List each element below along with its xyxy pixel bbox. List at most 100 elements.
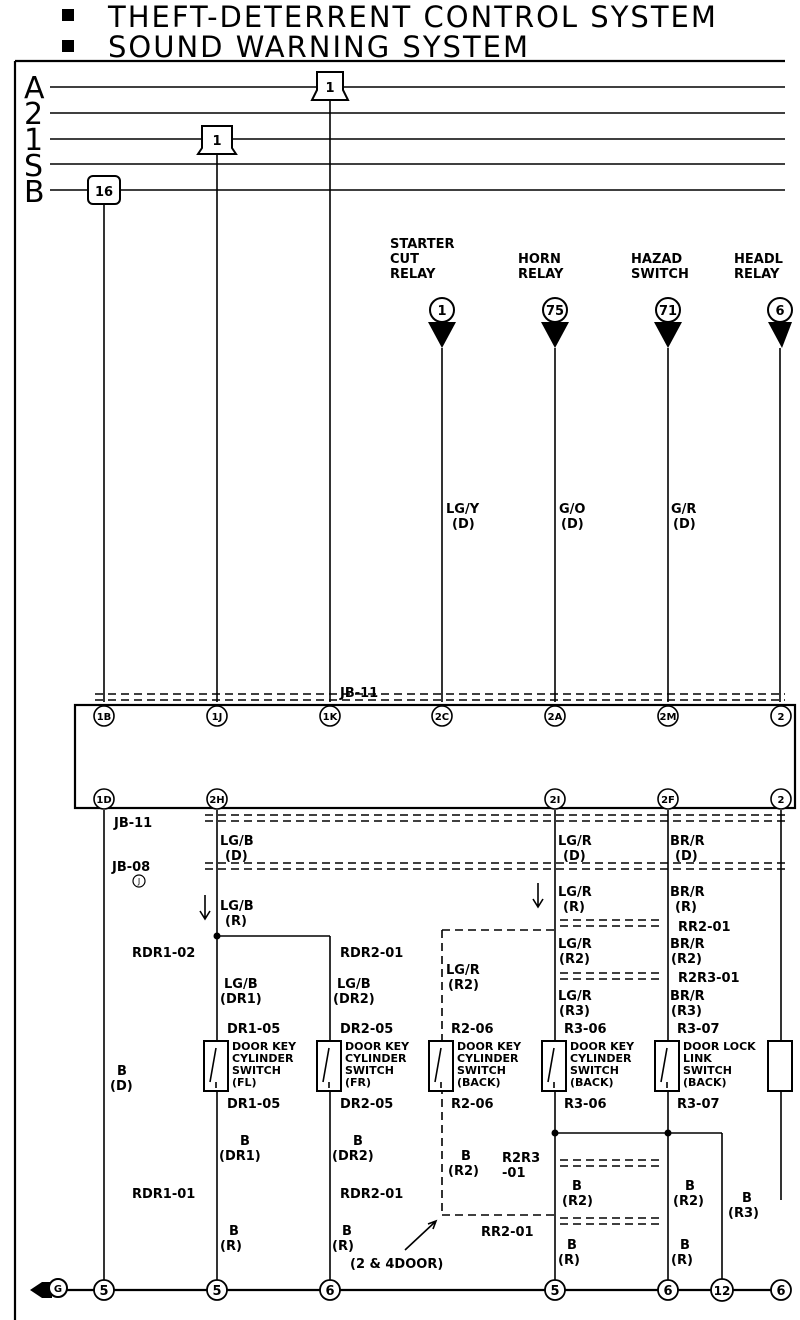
jb-bottom-pins: 1D 2H 2I 2F 2 bbox=[93, 788, 792, 810]
switch-fl: DOOR KEY CYLINDER SWITCH (FL) bbox=[203, 1040, 297, 1092]
conn-rr2-01: RR2-01 bbox=[678, 920, 731, 935]
pin-2c: 2C bbox=[435, 712, 449, 723]
header-title-1: THEFT-DETERRENT CONTROL SYSTEM bbox=[107, 0, 718, 34]
horn-num: 75 bbox=[546, 304, 564, 319]
jb-top-pins: 1B 1J 1K 2C 2A 2M 2 bbox=[93, 705, 792, 727]
hazard-num: 71 bbox=[659, 304, 677, 319]
conn-r2r3-01: R2R3-01 bbox=[678, 971, 740, 986]
head-label-1: HEADL bbox=[734, 252, 783, 267]
conn-dr1-05b: DR1-05 bbox=[227, 1097, 280, 1112]
wire-go: G/O bbox=[559, 502, 585, 517]
switch-partial bbox=[767, 1040, 793, 1092]
down-arrow-icon bbox=[199, 895, 211, 921]
switch-door-lock: DOOR LOCK LINK SWITCH (BACK) bbox=[654, 1040, 756, 1092]
conn-rr2-01b: RR2-01 bbox=[481, 1225, 534, 1240]
relay-horn: HORN RELAY 75 bbox=[518, 252, 569, 348]
lower-wire-labels: LG/B (D) LG/R (D) BR/R (D) LG/B (R) LG/R… bbox=[219, 834, 759, 1272]
pin-2x-top: 2 bbox=[778, 712, 785, 723]
conn-r2-06a: R2-06 bbox=[451, 1022, 494, 1037]
conn-dr2-05a: DR2-05 bbox=[340, 1022, 393, 1037]
junction-block: JB-11 1B 1J 1K 2C 2A 2M 2 1D 2H 2I 2F bbox=[73, 686, 797, 822]
lbl-brr-r3-1: BR/R bbox=[670, 989, 705, 1004]
lbl-brr-r2-1: BR/R bbox=[670, 937, 705, 952]
lbl-lgr-r2-1: LG/R bbox=[558, 937, 592, 952]
bullet-1 bbox=[62, 9, 74, 21]
sw-fr-3: SWITCH bbox=[345, 1064, 394, 1077]
lbl-b-r-2a: B bbox=[342, 1224, 352, 1239]
switch-contact-icon bbox=[660, 1047, 668, 1088]
horn-arrow-icon bbox=[541, 322, 569, 348]
lbl-lgb-dr2-1: LG/B bbox=[337, 977, 371, 992]
pin-2f: 2F bbox=[661, 795, 675, 806]
lbl-lgr-r2b-2: (R2) bbox=[448, 978, 479, 993]
bullet-2 bbox=[62, 40, 74, 52]
ground-node-2: 5 bbox=[212, 1284, 221, 1299]
ground-node-6: 12 bbox=[714, 1284, 731, 1298]
jb08-left: JB-08 bbox=[111, 860, 150, 875]
connector-labels: RDR1-02 RDR2-01 RR2-01 R2R3-01 DR1-05 DR… bbox=[132, 920, 740, 1240]
pin-2h: 2H bbox=[209, 795, 224, 806]
ground-node-1: 5 bbox=[99, 1284, 108, 1299]
starter-arrow-icon bbox=[428, 322, 456, 348]
horn-label-1: HORN bbox=[518, 252, 561, 267]
conn-rdr2-01: RDR2-01 bbox=[340, 946, 403, 961]
fuse-a-label: 1 bbox=[325, 81, 334, 96]
relay-headlight: HEADL RELAY 6 bbox=[734, 252, 793, 348]
lbl-b-r-1b: (R) bbox=[220, 1239, 242, 1254]
lbl-brr-r1: BR/R bbox=[670, 885, 705, 900]
pin-1k: 1K bbox=[323, 712, 339, 723]
lbl-brr-r2: (R) bbox=[675, 900, 697, 915]
sw-lock-3: SWITCH bbox=[683, 1064, 732, 1077]
pin-1d: 1D bbox=[96, 795, 111, 806]
rail-label-b: B bbox=[24, 175, 45, 210]
sw-fr-4: (FR) bbox=[345, 1076, 371, 1089]
lbl-lgr-r2: (R) bbox=[563, 900, 585, 915]
power-rails: A 2 1 S B bbox=[24, 71, 785, 210]
hazard-arrow-icon bbox=[654, 322, 682, 348]
header-title-2: SOUND WARNING SYSTEM bbox=[108, 30, 530, 64]
wire-b-d-2: (D) bbox=[110, 1079, 133, 1094]
lbl-b-r2a-2: (R2) bbox=[448, 1164, 479, 1179]
wire-go-d: (D) bbox=[561, 517, 584, 532]
lbl-b-dr2-2: (DR2) bbox=[332, 1149, 374, 1164]
sw-fr-1: DOOR KEY bbox=[345, 1040, 410, 1053]
pin-1b: 1B bbox=[97, 712, 112, 723]
sw-lock-4: (BACK) bbox=[683, 1076, 727, 1089]
switch-back-2: DOOR KEY CYLINDER SWITCH (BACK) bbox=[541, 1040, 635, 1092]
starter-num: 1 bbox=[437, 304, 446, 319]
conn-r2-06b: R2-06 bbox=[451, 1097, 494, 1112]
lbl-b-r-4a: B bbox=[680, 1238, 690, 1253]
lbl-lgr-r2-2: (R2) bbox=[559, 952, 590, 967]
pin-2i: 2I bbox=[550, 795, 561, 806]
switch-back-1: DOOR KEY CYLINDER SWITCH (BACK) bbox=[428, 1040, 522, 1092]
switch-contact-icon bbox=[434, 1047, 442, 1088]
fuse-1: 1 bbox=[196, 125, 238, 155]
lbl-lgr-d1: LG/R bbox=[558, 834, 592, 849]
lbl-brr-d1: BR/R bbox=[670, 834, 705, 849]
pin-1j: 1J bbox=[212, 712, 223, 723]
lbl-b-r2c-1: B bbox=[685, 1179, 695, 1194]
starter-label-2: CUT bbox=[390, 252, 419, 267]
lbl-b-r-2b: (R) bbox=[332, 1239, 354, 1254]
lbl-brr-d2: (D) bbox=[675, 849, 698, 864]
wire-lgy-d: (D) bbox=[452, 517, 475, 532]
sw-fr-2: CYLINDER bbox=[345, 1052, 407, 1065]
lbl-b-r2a-1: B bbox=[461, 1149, 471, 1164]
switch-contact-icon bbox=[209, 1047, 217, 1088]
fuse-b: 16 bbox=[87, 175, 121, 205]
lbl-b-r-3a: B bbox=[567, 1238, 577, 1253]
ground-bus: G 5 5 6 5 6 12 6 bbox=[30, 1278, 792, 1302]
lbl-lgb-r1: LG/B bbox=[220, 899, 254, 914]
sw-b1-3: SWITCH bbox=[457, 1064, 506, 1077]
wire-gr-d: (D) bbox=[673, 517, 696, 532]
head-num: 6 bbox=[775, 304, 784, 319]
ground-icon bbox=[30, 1282, 52, 1298]
pin-2a: 2A bbox=[548, 712, 563, 723]
lbl-b-r3-2: (R3) bbox=[728, 1206, 759, 1221]
wire-lgy: LG/Y bbox=[446, 502, 480, 517]
door-note: (2 & 4DOOR) bbox=[350, 1257, 443, 1272]
rail-label-2: 2 bbox=[24, 97, 43, 132]
down-arrow-icon bbox=[532, 883, 544, 909]
conn-rdr1-01: RDR1-01 bbox=[132, 1187, 195, 1202]
